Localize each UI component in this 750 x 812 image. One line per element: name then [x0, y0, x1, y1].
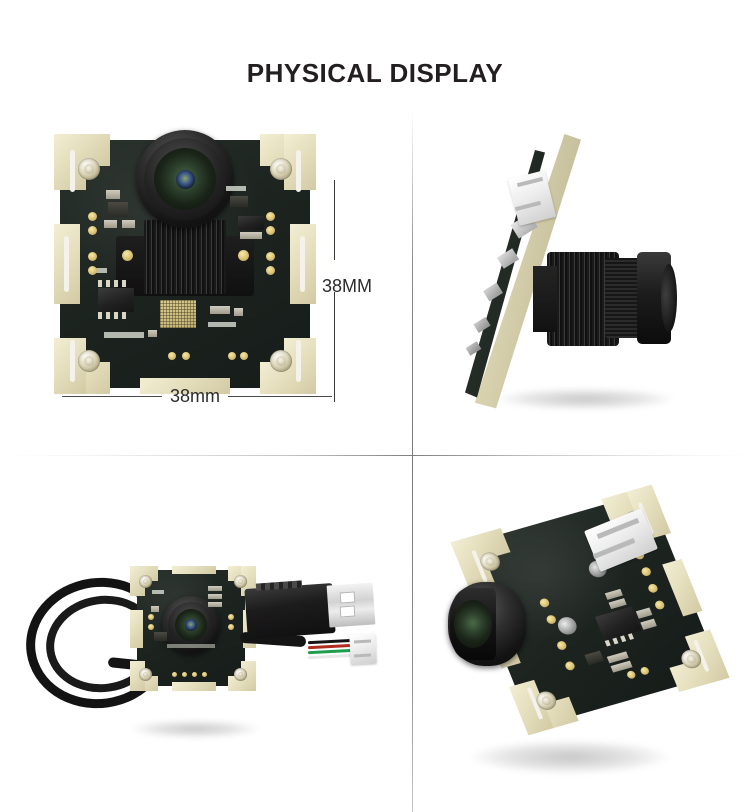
- dimension-label-width: 38mm: [170, 386, 221, 406]
- usb-connector-body: [244, 582, 336, 640]
- camera-module-with-usb-cable: [12, 548, 382, 738]
- dimension-line-height: [334, 180, 335, 260]
- dimension-line-width-left: [62, 396, 162, 397]
- dimension-line-height-lower: [334, 292, 335, 402]
- board-marking: [167, 644, 215, 648]
- camera-module-angled-view: [440, 470, 730, 790]
- camera-module-side-view: [455, 130, 705, 420]
- camera-module-front-view: [48, 128, 348, 398]
- vertical-divider: [412, 110, 413, 812]
- page-title: PHYSICAL DISPLAY: [246, 58, 504, 88]
- jst-connector: [349, 633, 377, 665]
- dimension-line-width-right: [228, 396, 332, 397]
- horizontal-divider: [0, 455, 750, 456]
- dimension-label-height: 38MM: [322, 276, 373, 296]
